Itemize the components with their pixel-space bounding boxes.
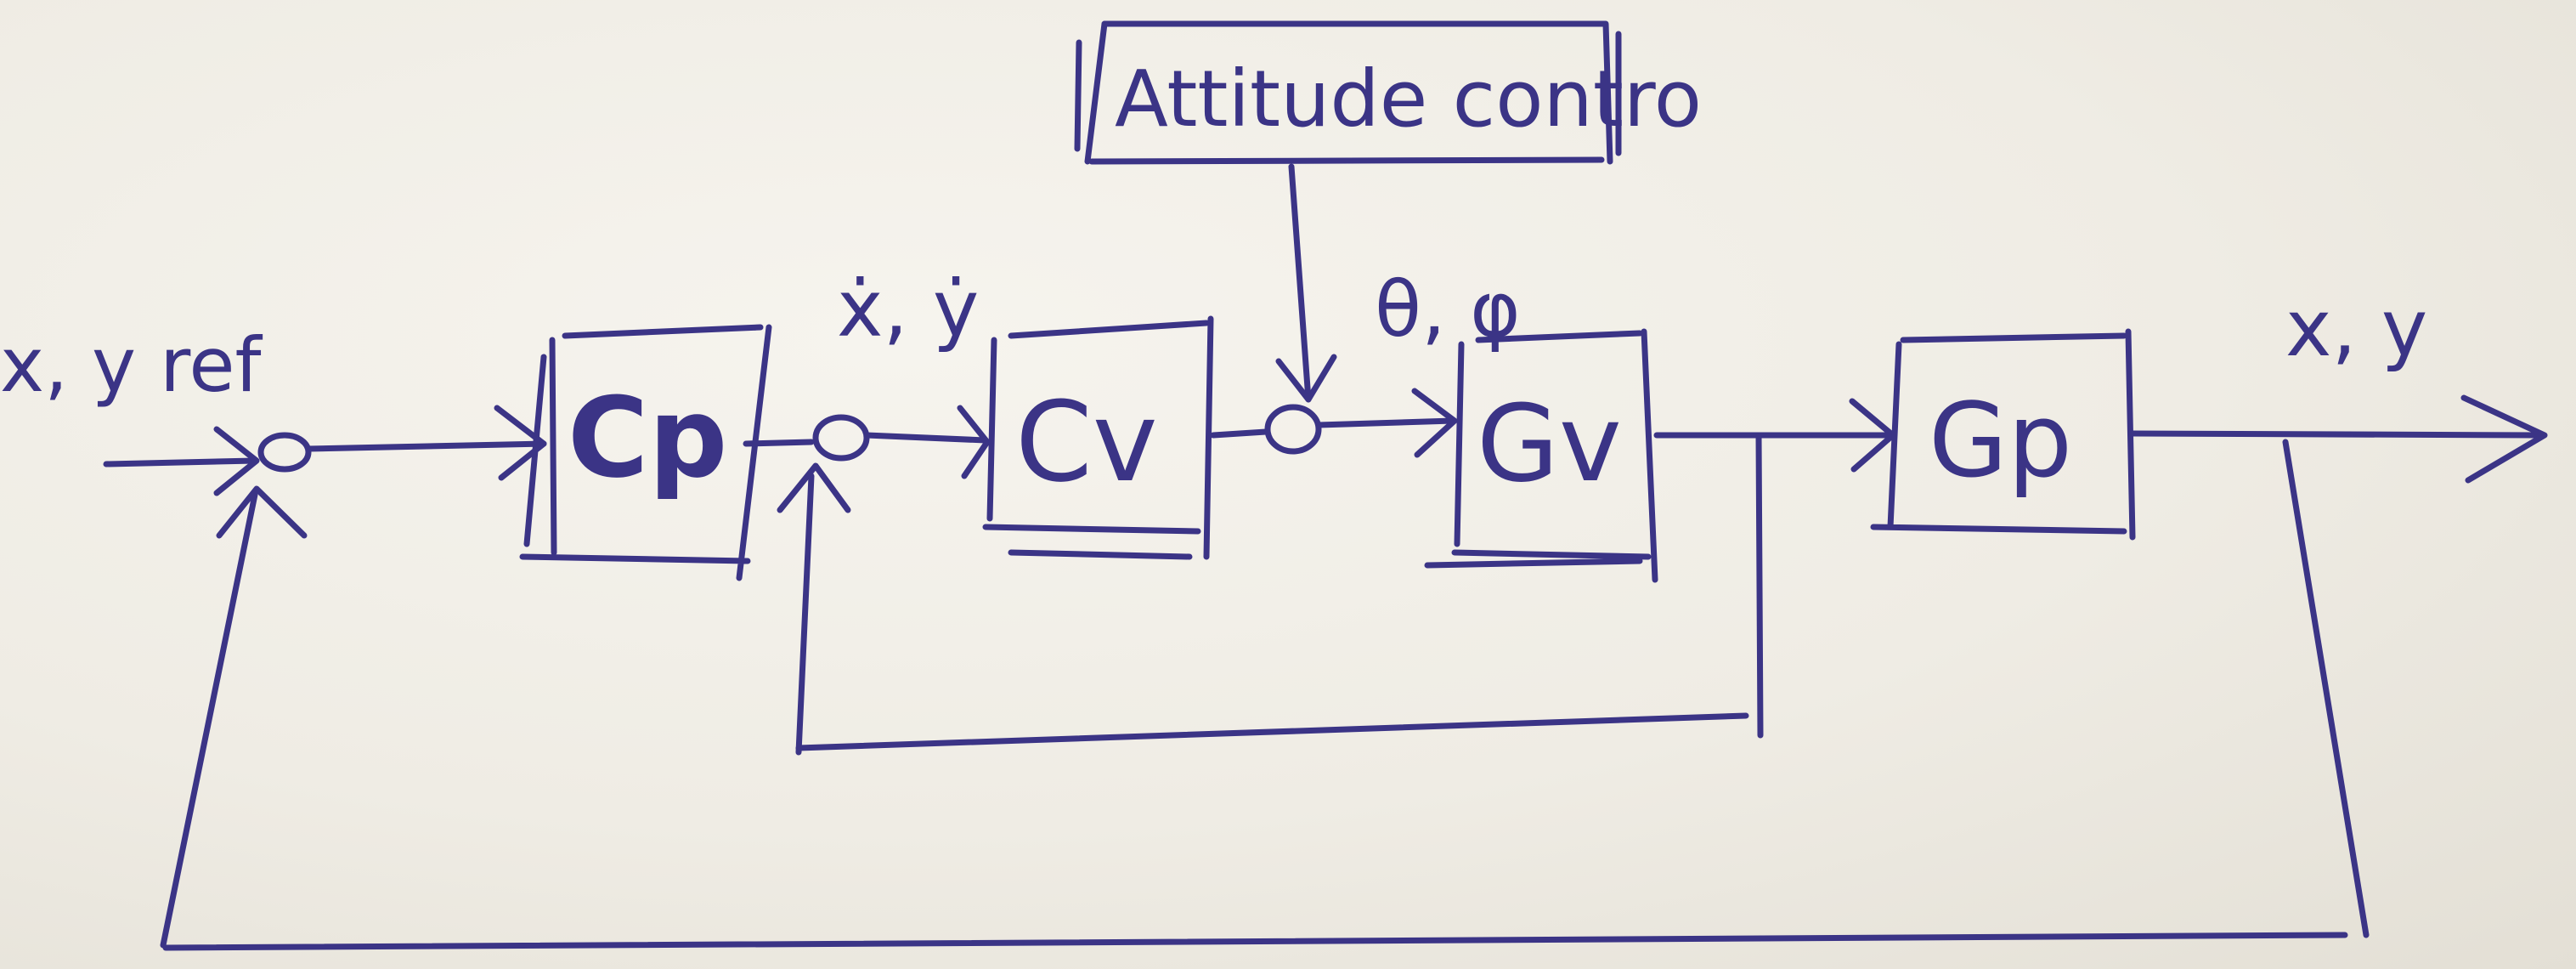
velocity-feedback-loop [777, 432, 1764, 756]
velocity-sum-junction [812, 414, 870, 462]
input-arrow [103, 426, 260, 496]
position-sum-junction [257, 432, 312, 473]
attitude-control-block: Attitude contro [1074, 20, 1702, 165]
cv-block-label: Cv [1015, 377, 1158, 507]
attitude-block-label: Attitude contro [1115, 54, 1702, 144]
signal-sum2-to-cv [863, 405, 991, 479]
signal-cv-to-sum3 [1210, 428, 1269, 439]
signal-sum3-to-gv [1315, 388, 1458, 458]
cv-block: Cv [982, 315, 1214, 560]
input-label: x, y ref [0, 321, 263, 409]
output-label: x, y [2285, 283, 2427, 374]
output-arrow [2129, 394, 2548, 484]
velocity-label: ẋ, ẏ [837, 264, 979, 354]
gv-block-label: Gv [1477, 382, 1622, 506]
signal-cp-to-sum2 [743, 439, 815, 447]
gv-block: Gv [1424, 328, 1658, 583]
gp-block-label: Gp [1929, 382, 2072, 501]
cp-block-label: Cp [568, 373, 727, 502]
gp-block: Gp [1870, 328, 2136, 541]
attitude-sum-junction [1264, 404, 1322, 455]
position-feedback-loop [160, 439, 2370, 951]
signal-gv-to-gp [1653, 398, 1896, 473]
signal-sum1-to-cp [305, 405, 547, 481]
cp-block: Cp [519, 324, 772, 581]
attitude-signal-line [1275, 163, 1337, 403]
